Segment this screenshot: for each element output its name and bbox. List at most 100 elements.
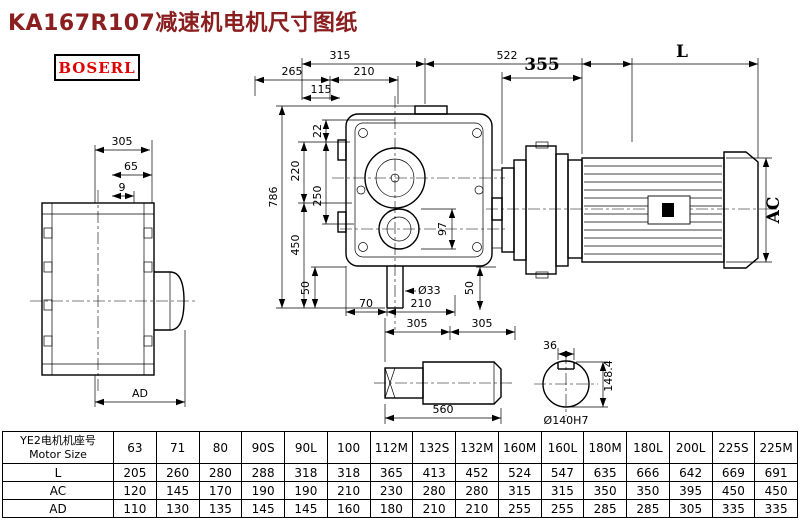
dim-value: 210	[455, 499, 499, 518]
dim-value: 255	[540, 499, 585, 518]
dim-label: 50	[299, 281, 312, 295]
dim-value: 315	[540, 481, 585, 500]
motor-frame-size: 100	[326, 431, 371, 464]
motor-size-header-en: Motor Size	[29, 447, 87, 461]
motor-frame-size: 200L	[668, 431, 713, 464]
dim-value: 170	[198, 481, 243, 500]
dim-value: 547	[540, 463, 585, 482]
dim-label: AD	[132, 387, 148, 400]
dim-value: 669	[711, 463, 756, 482]
left-side-view: 305 65 9 AD	[30, 135, 196, 407]
dim-row-label: L	[2, 463, 114, 482]
dim-label: 36	[543, 339, 557, 352]
dim-value: 255	[497, 499, 542, 518]
dim-label: 250	[311, 186, 324, 207]
dim-value: 190	[284, 481, 328, 500]
page-title: KA167R107减速机电机尺寸图纸	[8, 11, 358, 36]
motor-frame-size: 225S	[711, 431, 756, 464]
shaft-view: 560	[374, 361, 512, 424]
motor-frame-size: 160M	[497, 431, 542, 464]
dim-value: 524	[497, 463, 542, 482]
dim-value: 350	[626, 481, 670, 500]
dim-value: 691	[754, 463, 798, 482]
dim-label: 355	[524, 55, 560, 75]
dim-value: 450	[711, 481, 756, 500]
dim-value: 210	[326, 481, 371, 500]
dim-value: 160	[326, 499, 371, 518]
dim-value: 452	[455, 463, 499, 482]
dim-value: 395	[668, 481, 713, 500]
dim-label: Ø33	[418, 284, 441, 297]
brand-logo: BOSERL	[54, 54, 140, 81]
dim-value: 120	[113, 481, 157, 500]
motor-frame-size: 80	[198, 431, 243, 464]
dim-value: 145	[241, 499, 285, 518]
motor-frame-size: 132S	[412, 431, 456, 464]
dim-value: 285	[626, 499, 670, 518]
dim-label: 50	[463, 281, 476, 295]
dim-value: 315	[497, 481, 542, 500]
dim-value: 280	[412, 481, 456, 500]
dim-value: 205	[113, 463, 157, 482]
dim-label: 305	[472, 317, 493, 330]
shaft-end-view: 36 148.4 Ø140H7	[534, 339, 615, 427]
motor-view: 355 L AC	[486, 42, 784, 279]
dim-value: 145	[155, 481, 200, 500]
dim-label: 97	[436, 222, 449, 236]
dim-label: 148.4	[602, 360, 615, 392]
dim-label: 305	[407, 317, 428, 330]
dim-value: 305	[668, 499, 713, 518]
dim-value: 145	[284, 499, 328, 518]
dim-label: Ø140H7	[544, 414, 589, 427]
dim-label: 9	[119, 181, 126, 194]
dim-value: 288	[241, 463, 285, 482]
dim-value: 285	[583, 499, 627, 518]
dim-value: 318	[326, 463, 371, 482]
motor-frame-size: 90L	[284, 431, 328, 464]
dim-label: 65	[124, 160, 138, 173]
dim-value: 210	[412, 499, 456, 518]
dim-value: 130	[155, 499, 200, 518]
dim-value: 135	[198, 499, 243, 518]
dim-value: 666	[626, 463, 670, 482]
dim-value: 635	[583, 463, 627, 482]
dim-label: 210	[411, 297, 432, 310]
dim-value: 260	[155, 463, 200, 482]
dim-label: 70	[359, 297, 373, 310]
dim-value: 190	[241, 481, 285, 500]
motor-frame-size: 71	[155, 431, 200, 464]
dim-label: L	[676, 42, 688, 62]
dim-value: 280	[455, 481, 499, 500]
dim-label: 786	[267, 187, 280, 208]
dim-label: 560	[433, 403, 454, 416]
dim-value: 318	[284, 463, 328, 482]
dim-row-label: AD	[2, 499, 114, 518]
motor-frame-size: 90S	[241, 431, 285, 464]
dim-label: 115	[311, 83, 332, 96]
motor-frame-size: 225M	[754, 431, 798, 464]
dim-label: 305	[112, 135, 133, 148]
dim-label: 22	[311, 124, 324, 138]
dim-value: 335	[711, 499, 756, 518]
dim-label: 210	[354, 65, 375, 78]
dim-label: 522	[497, 49, 518, 62]
motor-frame-size: 180M	[583, 431, 627, 464]
motor-frame-size: 63	[113, 431, 157, 464]
dim-value: 335	[754, 499, 798, 518]
dim-value: 180	[369, 499, 414, 518]
motor-frame-size: 112M	[369, 431, 414, 464]
dim-label: AC	[764, 197, 784, 225]
dim-row-label: AC	[2, 481, 114, 500]
motor-size-header-cn: YE2电机机座号	[20, 434, 96, 448]
dim-value: 110	[113, 499, 157, 518]
dim-label: 450	[289, 235, 302, 256]
dim-value: 413	[412, 463, 456, 482]
dim-label: 220	[289, 161, 302, 182]
dim-value: 365	[369, 463, 414, 482]
